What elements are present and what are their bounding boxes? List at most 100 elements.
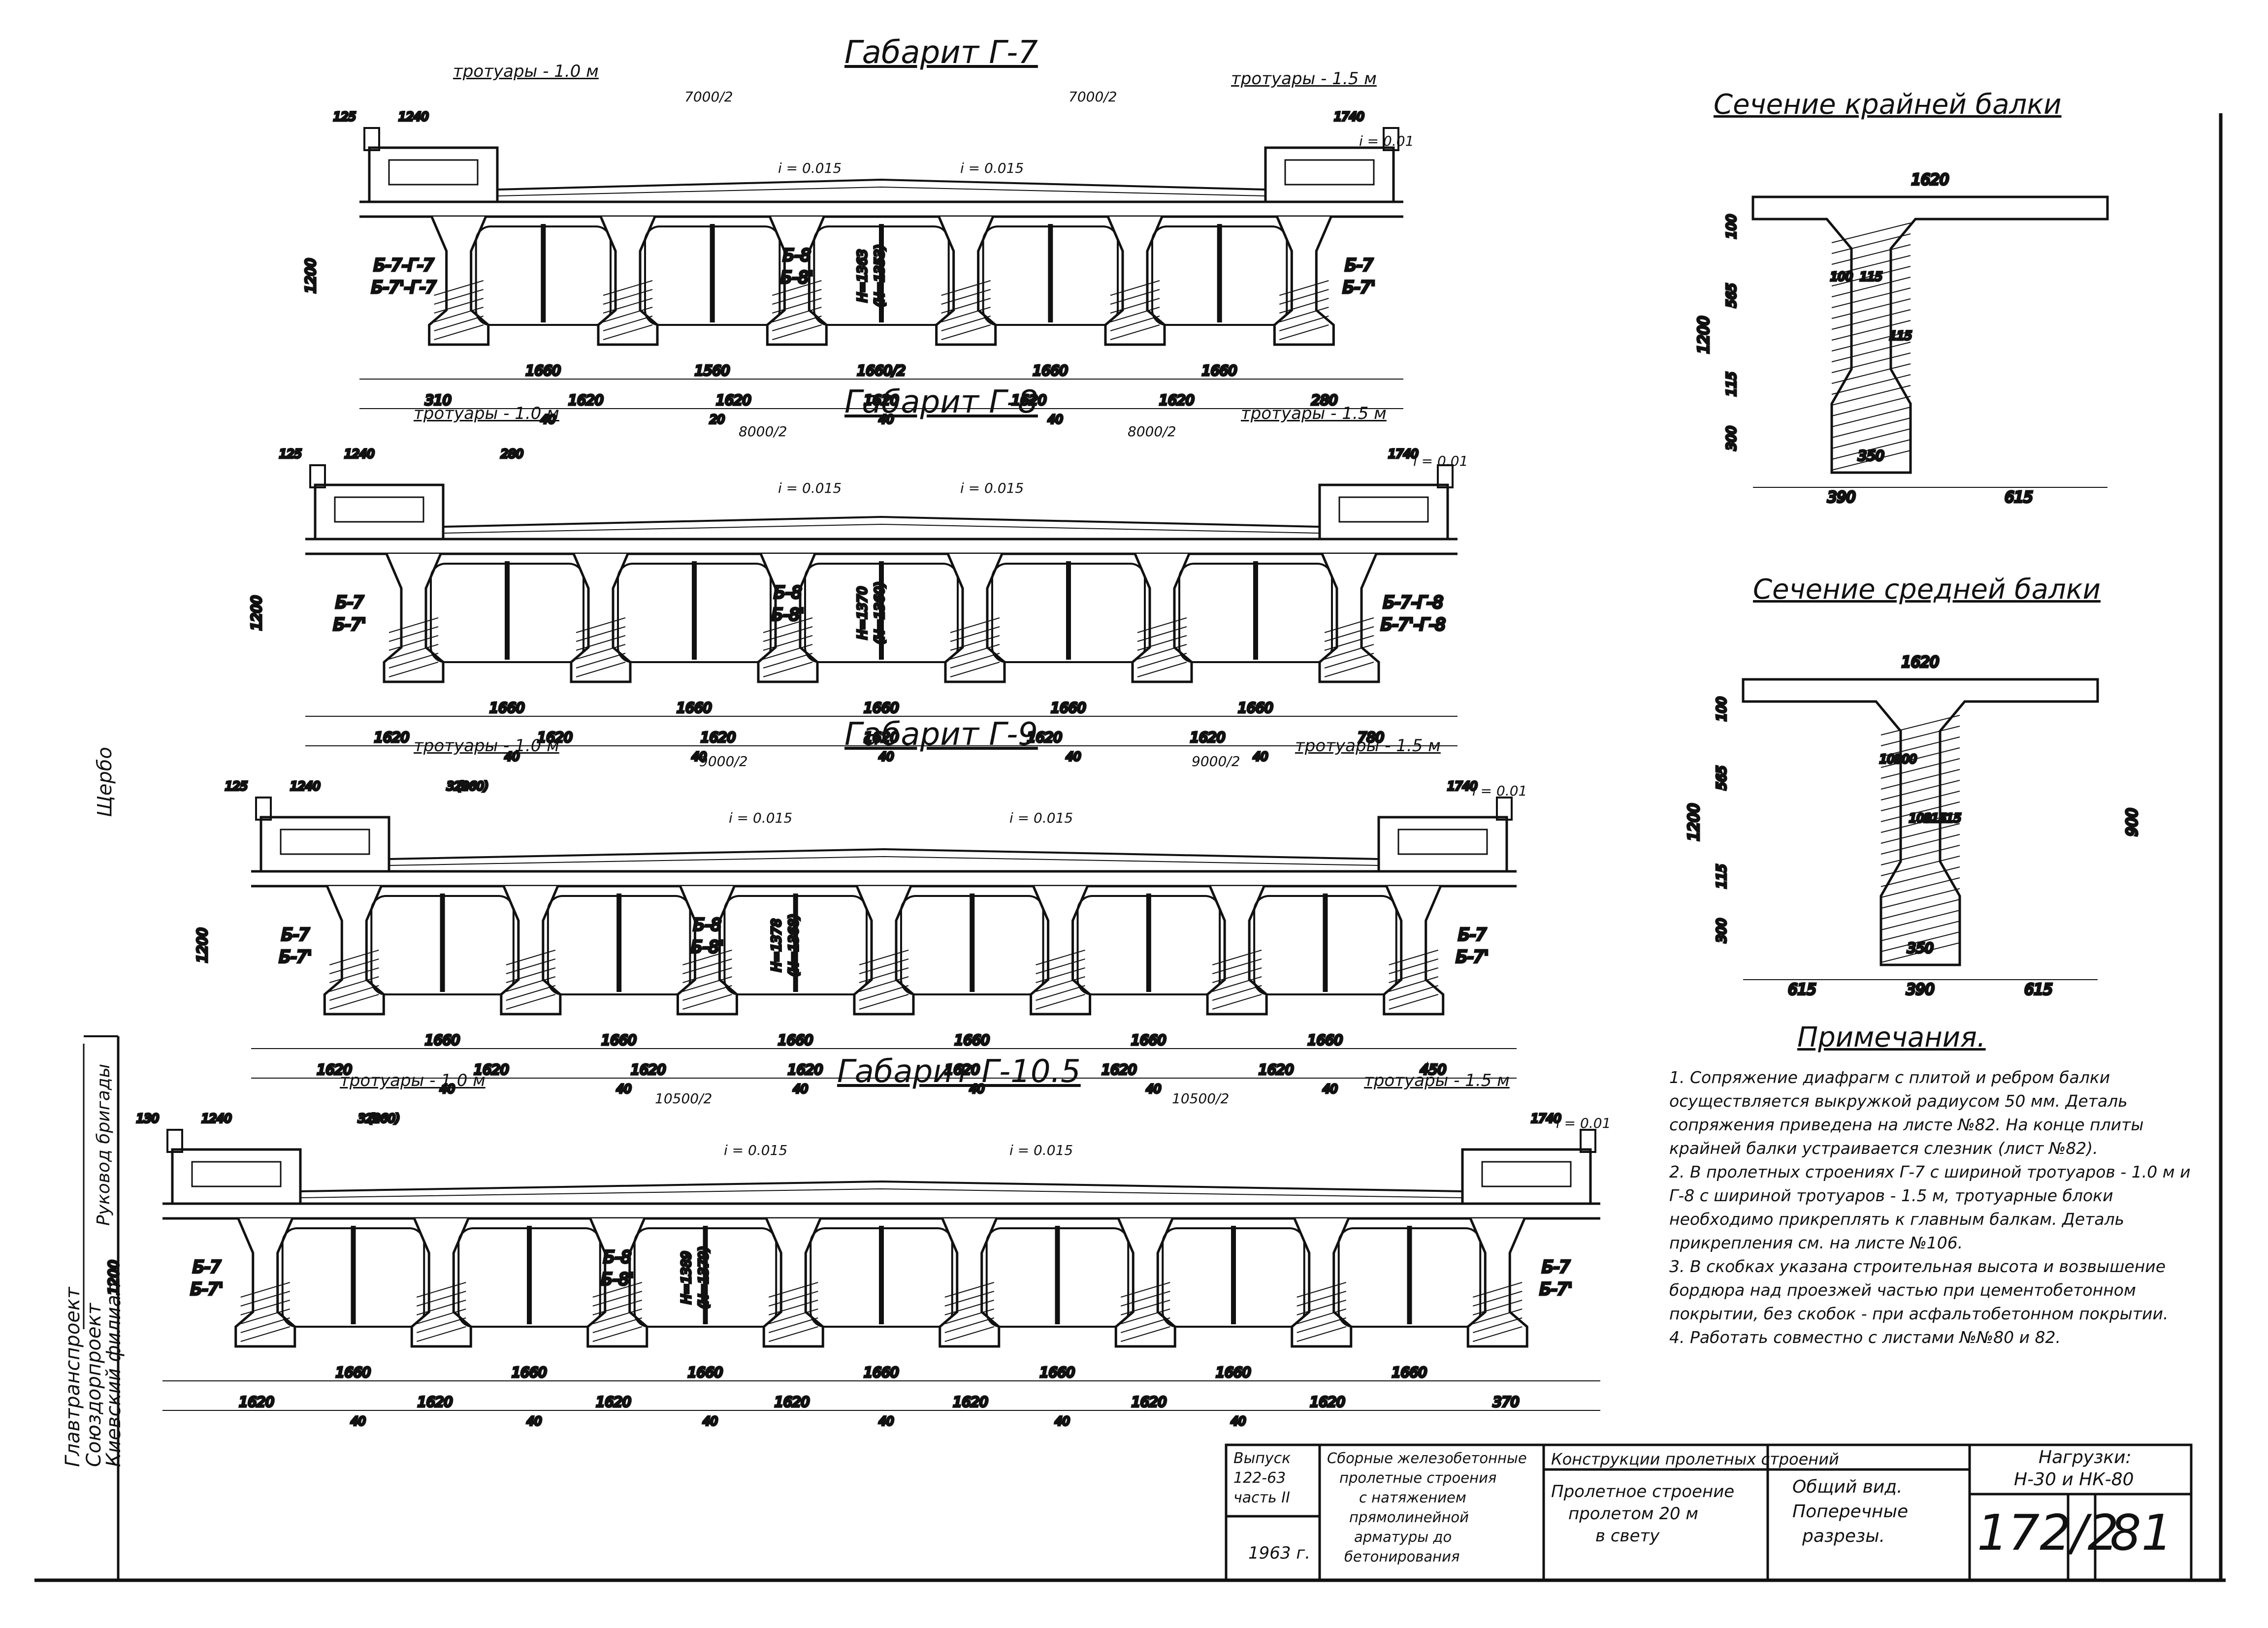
- diaphragm: [879, 224, 884, 322]
- beam-hatch: [434, 324, 484, 340]
- section-hatch: [1880, 758, 1960, 779]
- diaphragm-panel: [430, 563, 584, 663]
- dimension-label: 100: [1894, 752, 1917, 766]
- diaphragm-panel: [547, 895, 691, 995]
- half-width-left-g9: 9000/2: [699, 753, 748, 769]
- beam-hatch: [1110, 316, 1160, 331]
- sheet-code: 172/2: [1977, 1504, 2119, 1562]
- view-line-1: Общий вид.: [1792, 1477, 1903, 1497]
- dimension-label: 40: [1146, 1082, 1162, 1096]
- section-hatch: [1880, 791, 1960, 811]
- section-hatch: [1831, 428, 1911, 449]
- dimension-label: 780: [1358, 729, 1384, 745]
- beam-rib: [762, 1218, 824, 1348]
- dimension-label: 370: [1493, 1394, 1519, 1410]
- dimension-label: 40: [1048, 413, 1063, 426]
- half-width-right-g7: 7000/2: [1069, 89, 1117, 105]
- beam-label-middle: Б-8': [601, 1270, 634, 1289]
- dimension-label: 40: [793, 1082, 808, 1096]
- beam-rib: [1030, 886, 1092, 1016]
- sidewalk-left-g8: тротуары - 1.0 м: [414, 404, 559, 423]
- pavement-top: [300, 1180, 1463, 1192]
- beam-hatch: [1137, 662, 1187, 677]
- dimension-label: 1740: [1447, 779, 1477, 793]
- half-width-left-g8: 8000/2: [739, 423, 787, 440]
- section-hatch: [1831, 223, 1911, 243]
- beam-hatch: [1389, 976, 1439, 992]
- railing-post-right: [1496, 797, 1513, 821]
- note-item: 2. В пролетных строениях Г-7 с шириной т…: [1669, 1162, 2191, 1252]
- beam-rib: [757, 553, 819, 683]
- beam-hatch: [950, 662, 1000, 677]
- dimension-label: 1740: [1388, 447, 1418, 461]
- dimension-label: 900: [2124, 808, 2141, 836]
- beam-label-right: Б-7: [1345, 255, 1373, 275]
- note-item: 4. Работать совместно с листами №№80 и 8…: [1669, 1328, 2061, 1347]
- dimension-label: 1660: [864, 700, 899, 716]
- diaphragm-panel: [1253, 895, 1397, 995]
- dimension-label: 40: [1323, 1082, 1338, 1096]
- beam-hatch: [1212, 994, 1262, 1010]
- group-title: Конструкции пролетных строений: [1551, 1450, 1839, 1468]
- pavement-layer: [497, 186, 1266, 196]
- diaphragm: [1146, 894, 1151, 992]
- height-label: 1200: [302, 258, 319, 293]
- slope-edge-g7: i = 0.01: [1359, 133, 1414, 149]
- beam-hatch: [416, 1326, 466, 1342]
- beam-hatch: [682, 985, 732, 1001]
- diaphragm-panel: [617, 563, 772, 663]
- railing-post-right: [1580, 1129, 1596, 1153]
- section-hatch: [1831, 266, 1911, 287]
- dimension-label: 1620: [374, 729, 409, 745]
- diaphragm-panel: [1076, 895, 1221, 995]
- construction-height-label: (H=1379): [697, 1246, 712, 1309]
- dimension-label: 1620: [788, 1061, 823, 1078]
- diaphragm: [1231, 1226, 1236, 1324]
- beam-hatch: [941, 316, 991, 331]
- dimension-label: 115: [1860, 270, 1882, 284]
- section-hatch: [1831, 287, 1911, 308]
- dimension-label: 1620: [1259, 1061, 1294, 1078]
- beam-label-right: Б-7': [1343, 278, 1376, 297]
- dimension-label: 1620: [864, 729, 899, 745]
- sidewalk-right-cavity: [1284, 159, 1375, 186]
- dimension-label: 1240: [344, 447, 374, 461]
- sidewalk-left-cavity: [191, 1161, 282, 1187]
- beam-label-left: Б-7: [335, 593, 364, 612]
- beam-hatch: [1296, 1317, 1347, 1333]
- dimension-label: (260): [457, 779, 489, 793]
- beam-hatch: [576, 662, 626, 677]
- half-width-left-g105: 10500/2: [655, 1090, 713, 1107]
- diaphragm-panel: [475, 225, 612, 326]
- railing-post-left: [363, 127, 380, 151]
- beam-rib: [766, 216, 828, 346]
- section-hatch: [1880, 877, 1960, 898]
- sidewalk-right-cavity: [1397, 829, 1488, 855]
- section-hatch: [1831, 396, 1911, 416]
- section-hatch: [1880, 769, 1960, 790]
- beam-label-left: Б-7: [193, 1257, 221, 1277]
- dimension-label: 565: [1715, 766, 1729, 790]
- sidewalk-left-g9: тротуары - 1.0 м: [414, 736, 559, 756]
- beam-hatch: [603, 316, 653, 331]
- beam-label-right: Б-7': [1540, 1279, 1573, 1299]
- height-label: 1200: [194, 927, 210, 962]
- slope-edge-g105: i = 0.01: [1556, 1115, 1611, 1131]
- slope-left-g8: i = 0.015: [778, 480, 842, 496]
- beam-hatch: [950, 653, 1000, 669]
- section-title-g7: Габарит Г-7: [844, 34, 1038, 71]
- dimension-label: 1620: [945, 1061, 980, 1078]
- beam-label-right: Б-7-Г-8: [1383, 593, 1443, 612]
- beam-label-middle: Б-8': [772, 605, 805, 625]
- beam-hatch: [1324, 617, 1374, 633]
- dimension-label: 100: [1879, 752, 1902, 766]
- beam-hatch: [1324, 653, 1374, 669]
- height-label: 1200: [105, 1260, 122, 1295]
- dimension-label: 40: [541, 413, 556, 426]
- beam-labels: Б-7-Г-7Б-7'-Г-7Б-8Б-8'Б-7Б-7'H=1363(H=13…: [370, 243, 1377, 309]
- section-hatch: [1880, 834, 1960, 855]
- dimension-label: 1740: [1531, 1112, 1561, 1125]
- view-line-2: Поперечные: [1792, 1501, 1909, 1522]
- diaphragm: [440, 894, 445, 992]
